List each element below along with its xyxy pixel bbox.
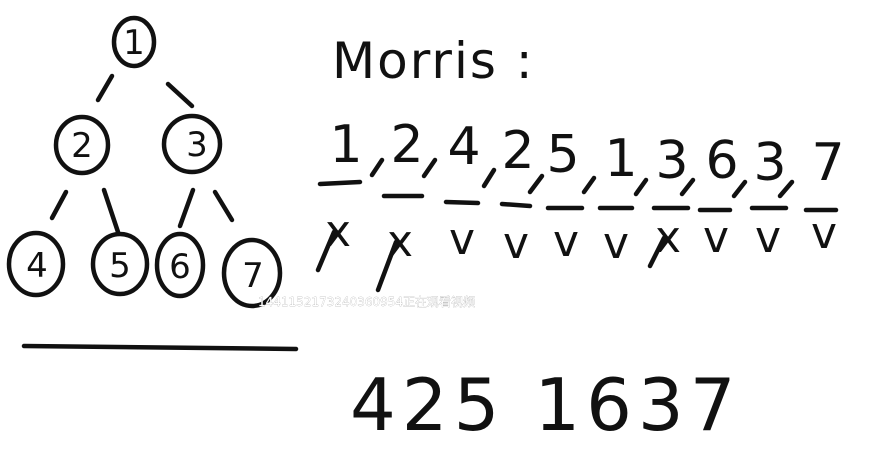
sequence-underlines: [317, 179, 839, 213]
sequence-item-3: 2: [501, 121, 534, 181]
node-label: 4: [26, 246, 48, 286]
edge-2-4: [49, 189, 69, 221]
node-label: 6: [169, 247, 191, 287]
cross-tail: [315, 229, 337, 273]
node-circle: [90, 231, 150, 297]
result-sequence: 425 1637: [350, 363, 742, 447]
watermark: 1441152173240360954正在观看视频: [258, 294, 475, 309]
comma: [581, 175, 597, 195]
visit-marks: x x v v v v x v v v: [315, 206, 837, 293]
morris-sequence: 1 2 4 2 5 1 3 6 3 7: [329, 115, 844, 193]
sequence-item-5: 1: [604, 129, 637, 189]
node-label: 3: [186, 125, 208, 165]
cross-tail: [375, 239, 399, 293]
mark-6: x: [655, 212, 681, 263]
comma: [777, 179, 795, 199]
sequence-item-6: 3: [655, 131, 688, 191]
edge-1-3: [165, 81, 195, 109]
sequence-item-4: 5: [546, 125, 579, 185]
sequence-item-9: 7: [811, 133, 844, 193]
tree-node-5: 5: [90, 231, 150, 297]
node-circle: [53, 114, 111, 176]
sequence-item-1: 2: [390, 115, 423, 175]
comma: [679, 177, 696, 197]
node-circle: [6, 230, 66, 298]
node-circle: [161, 113, 223, 175]
node-circle: [111, 15, 157, 69]
node-circle: [221, 237, 283, 309]
mark-8: v: [755, 212, 781, 263]
node-label: 7: [242, 256, 264, 296]
tree-node-3: 3: [161, 113, 223, 175]
node-label: 5: [109, 246, 131, 286]
tree-node-7: 7: [221, 237, 283, 309]
mark-3: v: [503, 218, 529, 269]
edge-2-5: [101, 187, 121, 235]
sequence-item-7: 6: [705, 131, 738, 191]
tree-node-1: 1: [111, 15, 157, 69]
edge-1-2: [95, 73, 115, 103]
comma: [731, 179, 748, 199]
node-circle: [154, 231, 206, 299]
tree-node-2: 2: [53, 114, 111, 176]
underline: [443, 199, 481, 206]
node-label: 1: [123, 23, 145, 63]
edge-3-6: [177, 187, 196, 229]
underline: [499, 201, 533, 209]
cross-tail: [647, 235, 667, 269]
sequence-item-0: 1: [329, 115, 362, 175]
sequence-commas: [369, 157, 795, 199]
divider-line: [21, 343, 299, 352]
comma: [527, 173, 545, 195]
comma: [481, 167, 497, 189]
mark-2: v: [449, 214, 475, 265]
node-label: 2: [71, 126, 93, 166]
sequence-item-8: 3: [753, 133, 786, 193]
mark-4: v: [553, 216, 579, 267]
sequence-item-2: 4: [447, 117, 480, 177]
mark-9: v: [811, 208, 837, 259]
comma: [421, 157, 438, 179]
mark-5: v: [603, 218, 629, 269]
comma: [633, 177, 649, 197]
underline: [317, 179, 363, 187]
tree-edges: [49, 73, 235, 235]
tree-node-6: 6: [154, 231, 206, 299]
tree-node-4: 4: [6, 230, 66, 298]
comma: [369, 157, 385, 178]
edge-3-7: [212, 189, 235, 223]
morris-title: Morris :: [332, 32, 535, 90]
mark-7: v: [703, 212, 729, 263]
